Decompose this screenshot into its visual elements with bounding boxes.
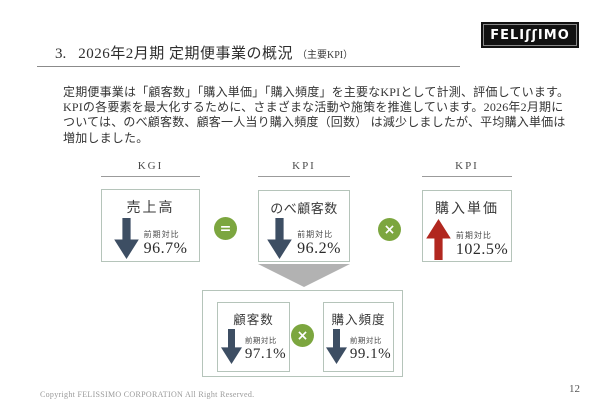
intro-paragraph: 定期便事業は「顧客数」「購入単価」「購入頻度」を主要なKPIとして計測、評価して… xyxy=(63,85,573,146)
kpi-box-customers: 顧客数 前期対比 97.1% xyxy=(217,302,290,372)
column-header-kpi-customers: KPI xyxy=(258,160,350,177)
operator-equals-badge: = xyxy=(214,217,237,240)
kpi-box-frequency: 購入頻度 前期対比 99.1% xyxy=(323,302,394,372)
kpi-meta: 前期対比 97.1% xyxy=(245,335,286,364)
kpi-box-gross-customers: のべ顧客数 前期対比 96.2% xyxy=(258,190,350,262)
kpi-meta: 前期対比 96.2% xyxy=(297,229,341,259)
down-arrow-icon xyxy=(325,329,347,364)
flow-down-triangle-icon xyxy=(258,264,350,287)
kpi-box-sales: 売上高 前期対比 96.7% xyxy=(101,189,200,262)
title-text: 2026年2月期 定期便事業の概況 xyxy=(78,46,294,62)
logo-text: FELIʃʃIMO xyxy=(490,27,570,43)
compare-label: 前期対比 xyxy=(297,229,334,239)
felissimo-logo: FELIʃʃIMO xyxy=(481,22,579,48)
kpi-metric-row: 前期対比 96.2% xyxy=(267,218,341,259)
compare-value: 96.2% xyxy=(297,239,341,257)
intro-line: ついては、のべ顧客数、顧客一人当り購入頻度（回数） は減少しましたが、平均購入単… xyxy=(63,115,566,130)
title-underline xyxy=(37,66,460,67)
kpi-meta: 前期対比 102.5% xyxy=(456,230,508,260)
kpi-meta: 前期対比 96.7% xyxy=(144,229,188,259)
kpi-box-title: 顧客数 xyxy=(233,313,274,327)
title-suffix: （主要KPI） xyxy=(297,50,354,61)
kpi-box-title: 購入単価 xyxy=(435,202,499,217)
compare-value: 97.1% xyxy=(244,345,287,362)
intro-line: KPIの各要素を最大化するために、さまざまな活動や施策を推進しています。2026… xyxy=(63,100,564,115)
operator-symbol: × xyxy=(296,327,309,344)
page-title: 3. 2026年2月期 定期便事業の概況 （主要KPI） xyxy=(55,42,353,63)
down-arrow-icon xyxy=(220,329,242,364)
kpi-meta: 前期対比 99.1% xyxy=(350,335,391,364)
intro-line: 増加しました。 xyxy=(63,130,149,145)
column-header-kgi: KGI xyxy=(101,160,200,177)
page-number: 12 xyxy=(569,383,580,395)
kpi-box-title: 購入頻度 xyxy=(331,313,386,327)
operator-symbol: = xyxy=(219,220,232,237)
kpi-box-title: のべ顧客数 xyxy=(270,201,338,216)
compare-value: 102.5% xyxy=(455,240,509,258)
kpi-box-title: 売上高 xyxy=(126,201,175,216)
kpi-box-purchase-price: 購入単価 前期対比 102.5% xyxy=(422,190,512,262)
intro-line: 定期便事業は「顧客数」「購入単価」「購入頻度」を主要なKPIとして計測、評価して… xyxy=(63,85,570,99)
footer-copyright: Copyright FELISSIMO CORPORATION All Righ… xyxy=(40,390,255,399)
operator-symbol: × xyxy=(383,221,396,238)
kpi-metric-row: 前期対比 99.1% xyxy=(325,329,391,364)
compare-label: 前期対比 xyxy=(143,229,180,239)
down-arrow-icon xyxy=(113,218,139,259)
up-arrow-icon xyxy=(426,219,451,260)
compare-value: 96.7% xyxy=(143,239,188,257)
kpi-metric-row: 前期対比 102.5% xyxy=(426,219,508,260)
kpi-metric-row: 前期対比 96.7% xyxy=(113,218,188,259)
compare-label: 前期対比 xyxy=(455,230,492,240)
column-header-kpi-price: KPI xyxy=(422,160,512,177)
operator-multiply-badge: × xyxy=(378,218,401,241)
compare-label: 前期対比 xyxy=(244,335,277,345)
operator-multiply-badge: × xyxy=(291,324,314,347)
kpi-metric-row: 前期対比 97.1% xyxy=(220,329,286,364)
down-arrow-icon xyxy=(267,218,292,259)
compare-label: 前期対比 xyxy=(349,335,382,345)
title-number: 3. xyxy=(55,46,67,62)
compare-value: 99.1% xyxy=(349,345,392,362)
